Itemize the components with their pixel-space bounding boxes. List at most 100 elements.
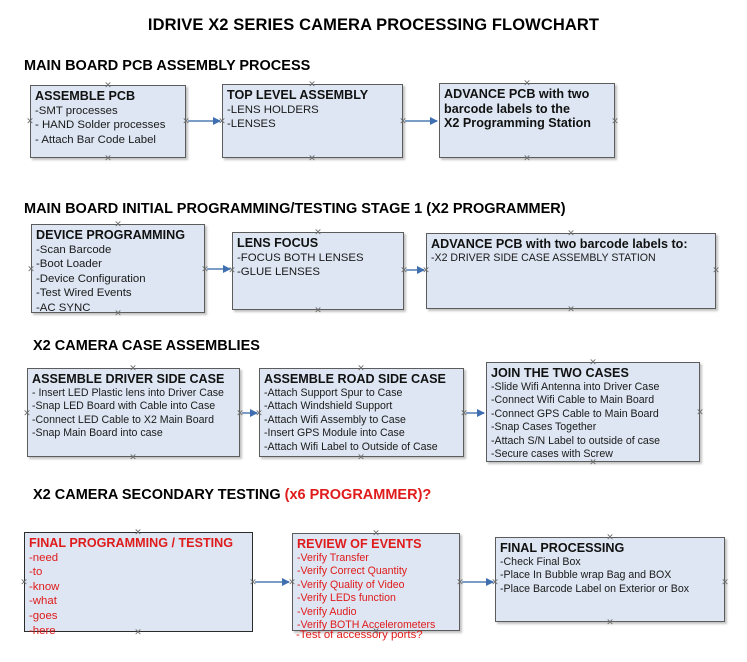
connection-point-marker: ✕	[357, 362, 365, 373]
connection-point-marker: ✕	[523, 152, 531, 163]
connection-point-marker: ✕	[134, 626, 142, 637]
node-line: -goes	[29, 609, 58, 622]
node-line: -need	[29, 551, 59, 564]
node-assemble-pcb[interactable]: ASSEMBLE PCB -SMT processes - HAND Solde…	[30, 85, 186, 158]
node-line: barcode labels to the	[444, 101, 570, 116]
section-heading-4: X2 CAMERA SECONDARY TESTING (x6 PROGRAMM…	[33, 487, 431, 503]
node-title: JOIN THE TWO CASES	[491, 366, 629, 380]
node-final-processing[interactable]: FINAL PROCESSING -Check Final Box -Place…	[495, 537, 725, 622]
node-line: -Place In Bubble wrap Bag and BOX	[500, 569, 672, 582]
node-line: -know	[29, 580, 60, 593]
connection-point-marker: ✕	[104, 152, 112, 163]
node-advance-pcb-programming-station[interactable]: ADVANCE PCB with two barcode labels to t…	[439, 83, 615, 158]
arrow-head-icon	[417, 265, 425, 274]
node-line: -Snap Main Board into case	[32, 427, 163, 440]
node-line: - Insert LED Plastic lens into Driver Ca…	[32, 386, 224, 399]
node-lens-focus[interactable]: LENS FOCUS -FOCUS BOTH LENSES -GLUE LENS…	[232, 232, 404, 310]
node-line: -Attach Windshield Support	[264, 400, 393, 413]
connection-point-marker: ✕	[372, 527, 380, 538]
section-heading-1-text: MAIN BOARD PCB ASSEMBLY PROCESS	[24, 58, 311, 74]
node-line: -Verify Transfer	[297, 551, 369, 564]
node-line: -Verify BOTH Accelerometers	[297, 619, 436, 632]
node-title: FINAL PROCESSING	[500, 541, 625, 555]
node-line: -Verify Quality of Video	[297, 578, 405, 591]
connector-arrow	[462, 577, 494, 586]
connection-point-marker: ✕	[400, 264, 408, 275]
connection-point-marker: ✕	[255, 407, 263, 418]
connector-arrow	[255, 577, 290, 586]
node-title: TOP LEVEL ASSEMBLY	[227, 88, 369, 102]
node-line: -Scan Barcode	[36, 243, 112, 256]
node-overflow-line: -Test of accessory ports?	[296, 629, 423, 641]
node-line: X2 Programming Station	[444, 116, 591, 131]
node-title: REVIEW OF EVENTS	[297, 537, 422, 551]
node-review-of-events[interactable]: REVIEW OF EVENTS -Verify Transfer -Verif…	[292, 533, 460, 631]
connection-point-marker: ✕	[201, 263, 209, 274]
section-heading-4-accent: (x6 PROGRAMMER)?	[284, 487, 432, 503]
node-assemble-road-side-case[interactable]: ASSEMBLE ROAD SIDE CASE -Attach Support …	[259, 368, 464, 457]
node-line: -Check Final Box	[500, 555, 581, 568]
section-heading-4-text: X2 CAMERA SECONDARY TESTING	[33, 487, 285, 503]
section-heading-3: X2 CAMERA CASE ASSEMBLIES	[33, 338, 260, 354]
node-title: DEVICE PROGRAMMING	[36, 228, 186, 242]
node-line: - Attach Bar Code Label	[35, 133, 156, 146]
connection-point-marker: ✕	[23, 407, 31, 418]
node-final-programming-testing[interactable]: FINAL PROGRAMMING / TESTING -need -to -k…	[24, 532, 253, 637]
connection-point-marker: ✕	[249, 576, 257, 587]
connection-point-marker: ✕	[129, 451, 137, 462]
connection-point-marker: ✕	[606, 531, 614, 542]
node-line: -what	[29, 595, 57, 608]
node-line: -Device Configuration	[36, 272, 146, 285]
connection-point-marker: ✕	[567, 303, 575, 314]
node-line: -Verify Correct Quantity	[297, 565, 408, 578]
node-title: LENS FOCUS	[237, 236, 319, 250]
connector-arrow	[406, 265, 425, 274]
connection-point-marker: ✕	[27, 263, 35, 274]
connection-point-marker: ✕	[236, 407, 244, 418]
node-top-level-assembly[interactable]: TOP LEVEL ASSEMBLY -LENS HOLDERS -LENSES	[222, 84, 403, 158]
node-title: ASSEMBLE ROAD SIDE CASE	[264, 372, 446, 386]
node-line: -Snap LED Board with Cable into Case	[32, 400, 216, 413]
node-title: FINAL PROGRAMMING / TESTING	[29, 536, 234, 550]
arrow-head-icon	[282, 577, 290, 586]
connection-point-marker: ✕	[228, 264, 236, 275]
connection-point-marker: ✕	[114, 307, 122, 318]
connection-point-marker: ✕	[104, 79, 112, 90]
node-line: -Boot Loader	[36, 258, 102, 271]
connection-point-marker: ✕	[357, 451, 365, 462]
connection-point-marker: ✕	[589, 356, 597, 367]
section-heading-2: MAIN BOARD INITIAL PROGRAMMING/TESTING S…	[24, 201, 566, 217]
connector-arrow	[466, 408, 485, 417]
node-line: -SMT processes	[35, 104, 118, 117]
arrow-head-icon	[250, 408, 258, 417]
node-line: -here	[29, 624, 56, 637]
arrow-head-icon	[486, 577, 494, 586]
connection-point-marker: ✕	[314, 226, 322, 237]
node-line: -Attach Support Spur to Case	[264, 386, 403, 399]
section-heading-3-text: X2 CAMERA CASE ASSEMBLIES	[33, 338, 260, 354]
node-line: -Slide Wifi Antenna into Driver Case	[491, 380, 660, 393]
connection-point-marker: ✕	[491, 576, 499, 587]
connection-point-marker: ✕	[712, 264, 720, 275]
connection-point-marker: ✕	[114, 218, 122, 229]
connection-point-marker: ✕	[218, 115, 226, 126]
node-line: -Place Barcode Label on Exterior or Box	[500, 582, 690, 595]
node-join-the-two-cases[interactable]: JOIN THE TWO CASES -Slide Wifi Antenna i…	[486, 362, 700, 462]
node-line: -X2 DRIVER SIDE CASE ASSEMBLY STATION	[431, 251, 656, 264]
page-title: IDRIVE X2 SERIES CAMERA PROCESSING FLOWC…	[147, 16, 600, 34]
connector-arrow	[188, 116, 221, 125]
node-line: -AC SYNC	[36, 301, 91, 314]
connection-point-marker: ✕	[182, 115, 190, 126]
node-line: -Insert GPS Module into Case	[264, 427, 405, 440]
node-line: -GLUE LENSES	[237, 266, 320, 279]
node-device-programming[interactable]: DEVICE PROGRAMMING -Scan Barcode -Boot L…	[31, 224, 205, 314]
node-advance-pcb-driver-side-case[interactable]: ADVANCE PCB with two barcode labels to: …	[426, 233, 716, 309]
node-line: -Attach Wifi Assembly to Case	[264, 413, 406, 426]
node-line: -to	[29, 566, 43, 579]
connection-point-marker: ✕	[456, 576, 464, 587]
node-assemble-driver-side-case[interactable]: ASSEMBLE DRIVER SIDE CASE - Insert LED P…	[27, 368, 240, 457]
connection-point-marker: ✕	[589, 456, 597, 467]
connection-point-marker: ✕	[422, 264, 430, 275]
connection-point-marker: ✕	[399, 115, 407, 126]
node-line: -LENSES	[227, 118, 276, 131]
